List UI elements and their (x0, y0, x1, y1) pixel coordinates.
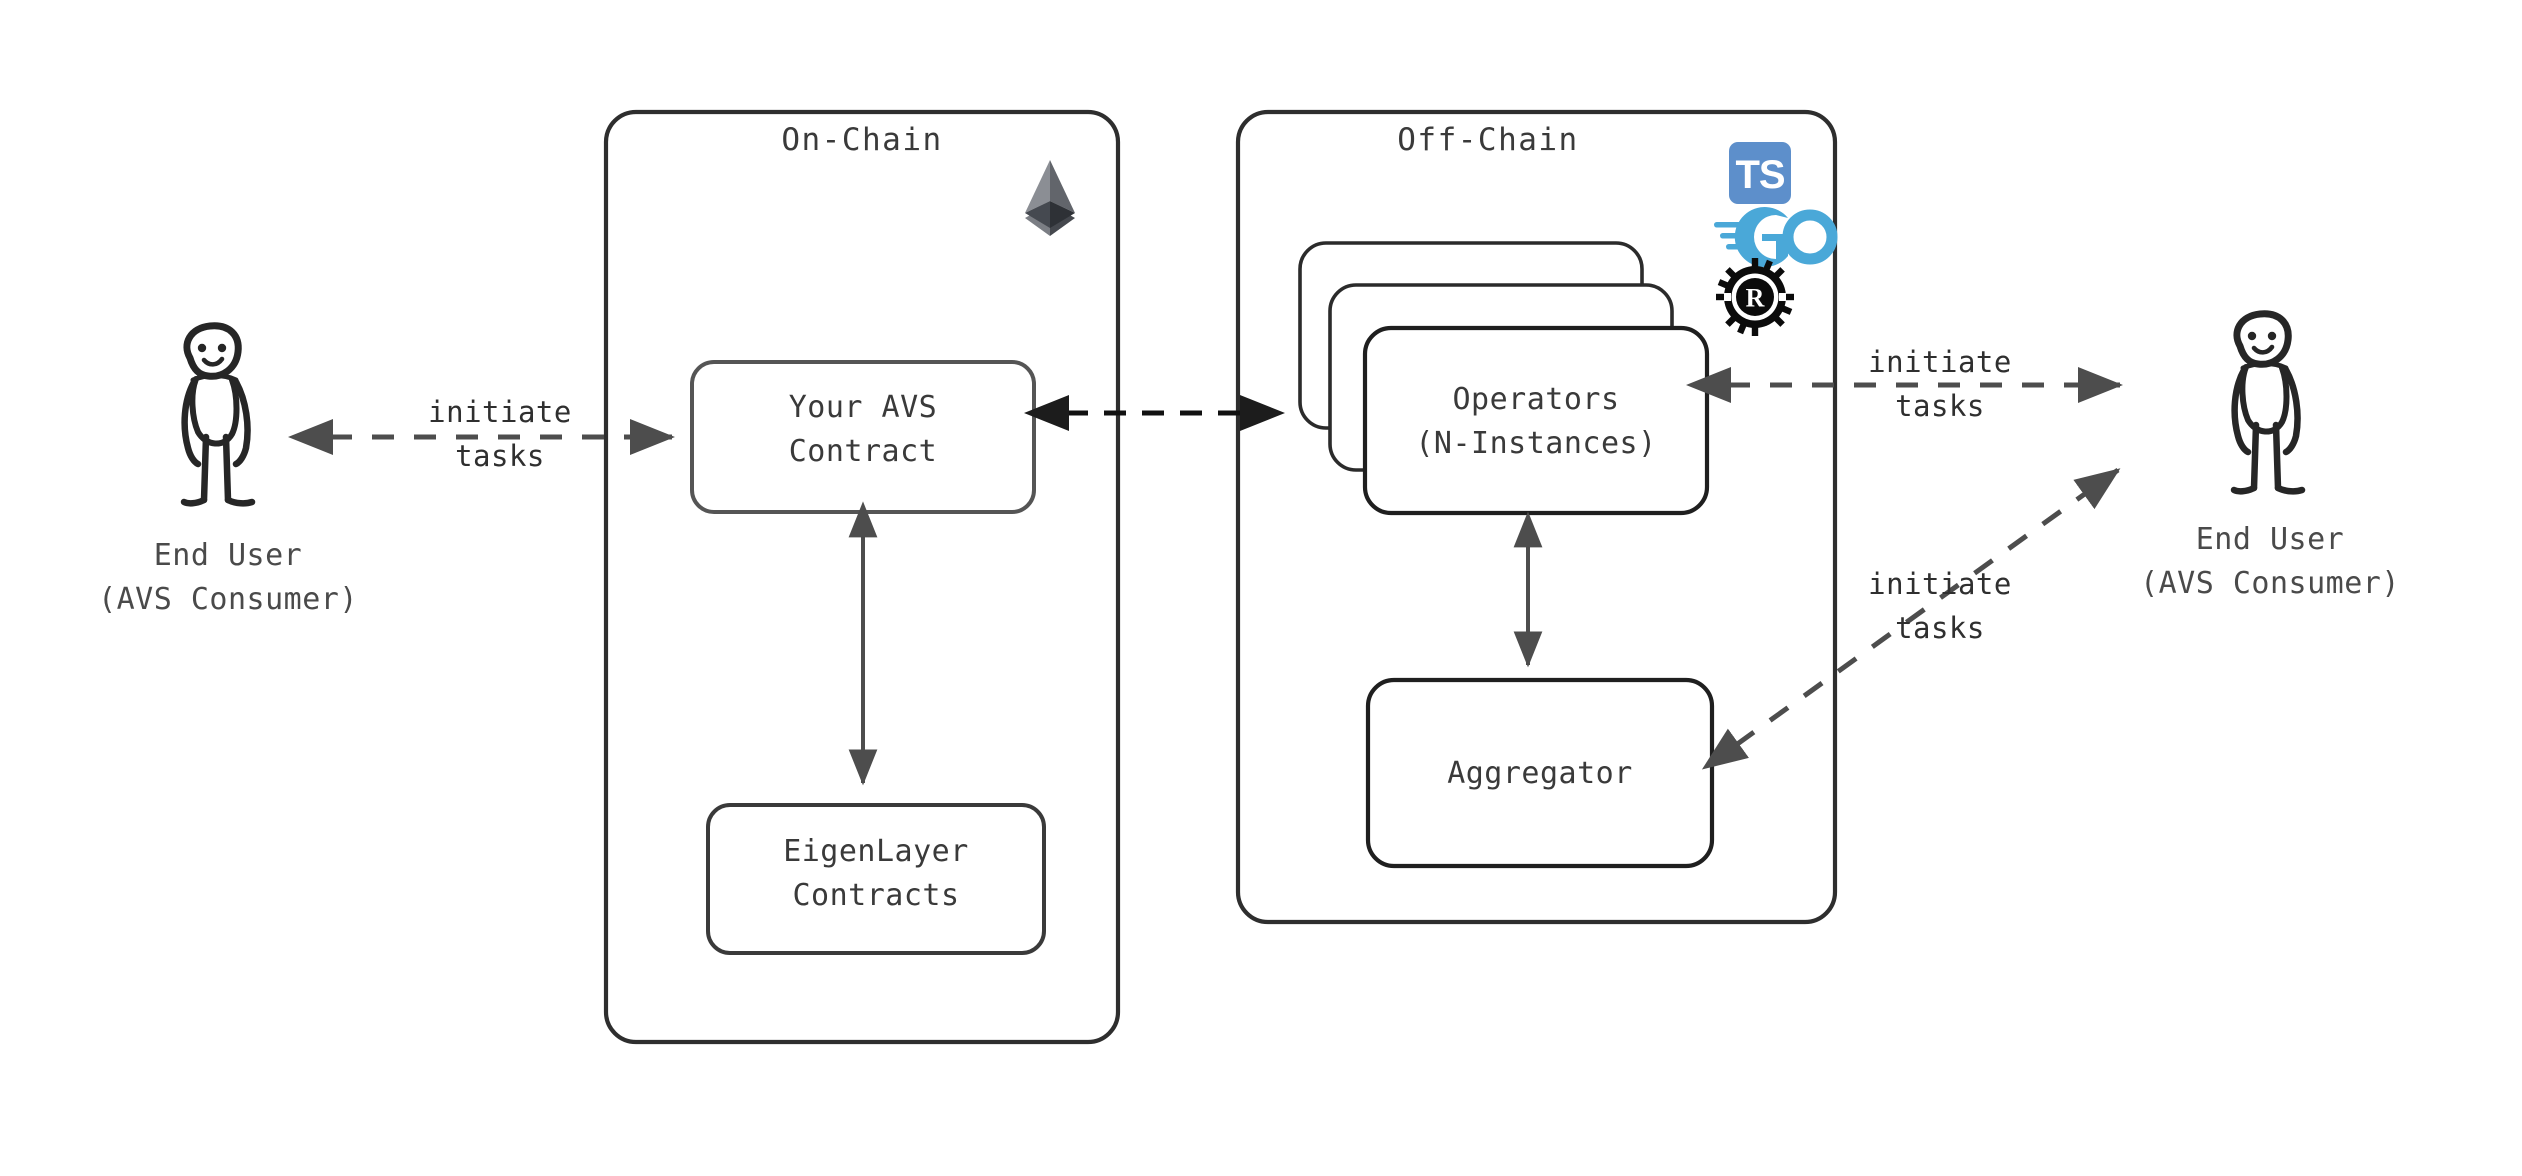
svg-text:R: R (1746, 284, 1765, 313)
zone-title-on-chain: On-Chain (781, 122, 943, 158)
actor-caption-left-line2: (AVS Consumer) (98, 582, 358, 617)
avatar-end-user-right (2230, 310, 2306, 495)
node-label-operators-line1: Operators (1452, 382, 1620, 417)
edge-label-user-right-operators-line1: initiate (1868, 345, 2012, 379)
actor-caption-right-line1: End User (2195, 522, 2345, 557)
edge-label-user-right-aggregator-line2: tasks (1895, 611, 1985, 645)
rust-icon: R (1716, 258, 1794, 336)
zone-title-off-chain: Off-Chain (1397, 122, 1579, 158)
actor-caption-left-line1: End User (153, 538, 303, 573)
node-operators-shape[interactable] (1298, 241, 1710, 516)
zone-on-chain-border (603, 109, 1121, 1045)
node-label-eigenlayer-contracts-line1: EigenLayer (783, 834, 969, 869)
edge-label-user-left-line1: initiate (428, 395, 572, 429)
edge-label-user-right-aggregator-line1: initiate (1868, 567, 2012, 601)
golang-icon (1714, 207, 1838, 267)
node-label-your-avs-contract-line2: Contract (788, 434, 938, 469)
node-eigenlayer-contracts-shape[interactable] (706, 803, 1046, 955)
avatar-end-user-left (180, 322, 256, 507)
node-label-aggregator-line1: Aggregator (1447, 756, 1633, 791)
node-label-operators-line2: (N-Instances) (1415, 426, 1657, 461)
edge-label-user-left-line2: tasks (455, 439, 545, 473)
edge-label-user-right-operators-line2: tasks (1895, 389, 1985, 423)
edge-user-right-to-aggregator (1701, 467, 2121, 770)
ethereum-icon (1025, 160, 1075, 236)
node-label-eigenlayer-contracts-line2: Contracts (792, 878, 960, 913)
node-aggregator-shape[interactable] (1365, 677, 1715, 869)
typescript-icon: TS (1729, 142, 1791, 204)
actor-caption-right-line2: (AVS Consumer) (2140, 566, 2400, 601)
node-label-your-avs-contract-line1: Your AVS (788, 390, 938, 425)
